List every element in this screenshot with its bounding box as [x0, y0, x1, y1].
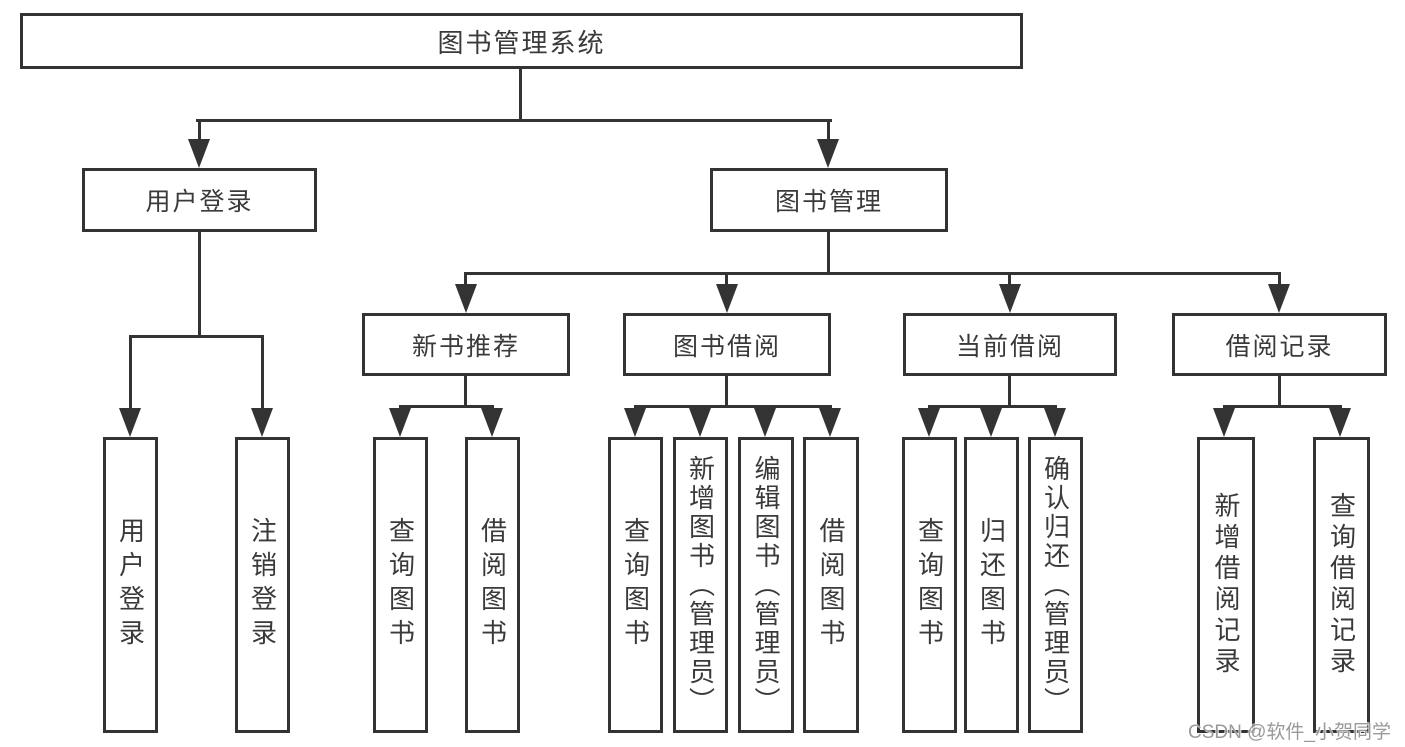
connector-line	[198, 119, 201, 141]
connector-line	[1223, 405, 1342, 408]
connector-line	[827, 229, 830, 275]
connector-line	[129, 335, 132, 409]
arrow-down-icon	[251, 408, 273, 437]
arrow-down-icon	[754, 408, 776, 437]
node-book-borrow: 图书借阅	[623, 313, 831, 376]
connector-line	[129, 335, 264, 338]
leaf-add-borrow-record: 新增借阅记录	[1197, 437, 1255, 733]
arrow-down-icon	[188, 139, 210, 168]
arrow-down-icon	[1044, 408, 1066, 437]
arrow-down-icon	[689, 408, 711, 437]
arrow-down-icon	[819, 408, 841, 437]
node-label: 图书管理	[774, 188, 883, 216]
arrow-down-icon	[389, 408, 411, 437]
node-root-system: 图书管理系统	[20, 13, 1023, 69]
connector-line	[399, 405, 494, 408]
node-label: 用户登录	[145, 188, 254, 216]
node-label: 当前借阅	[955, 332, 1064, 361]
connector-line	[634, 405, 832, 408]
arrow-down-icon	[1329, 408, 1351, 437]
node-label: 图书借阅	[672, 332, 781, 361]
leaf-label: 编辑图书（管理员）	[751, 454, 781, 716]
leaf-label: 用户登录	[115, 517, 146, 653]
leaf-label: 新增借阅记录	[1211, 492, 1241, 678]
node-borrow-records: 借阅记录	[1172, 313, 1387, 376]
node-user-login: 用户登录	[82, 168, 317, 232]
leaf-borrow-book: 借阅图书	[465, 437, 520, 733]
connector-line	[928, 405, 1057, 408]
leaf-label: 查询图书	[620, 517, 651, 653]
arrow-down-icon	[1268, 284, 1290, 313]
watermark: CSDN @软件_小贺同学	[1188, 722, 1391, 743]
arrow-down-icon	[455, 284, 477, 313]
node-label: 新书推荐	[411, 332, 520, 361]
connector-line	[1008, 272, 1011, 286]
connector-line	[196, 119, 832, 122]
leaf-label: 借阅图书	[816, 517, 846, 653]
connector-line	[464, 272, 467, 286]
leaf-label: 新增图书（管理员）	[685, 454, 716, 716]
connector-line	[464, 272, 1281, 275]
connector-line	[198, 229, 201, 338]
connector-line	[725, 272, 728, 286]
arrow-down-icon	[918, 408, 940, 437]
connector-line	[261, 335, 264, 409]
arrow-down-icon	[980, 408, 1002, 437]
arrow-down-icon	[624, 408, 646, 437]
arrow-down-icon	[119, 408, 141, 437]
leaf-edit-book-admin: 编辑图书（管理员）	[738, 437, 794, 733]
leaf-label: 归还图书	[976, 517, 1007, 653]
connector-line	[1278, 272, 1281, 286]
node-label: 借阅记录	[1225, 332, 1334, 361]
arrow-down-icon	[817, 139, 839, 168]
leaf-label: 借阅图书	[477, 517, 508, 653]
leaf-return-book: 归还图书	[964, 437, 1019, 733]
leaf-query-book: 查询图书	[902, 437, 957, 733]
node-label: 图书管理系统	[437, 27, 606, 58]
leaf-query-borrow-record: 查询借阅记录	[1313, 437, 1370, 733]
connector-line	[519, 67, 522, 122]
leaf-query-book: 查询图书	[608, 437, 663, 733]
leaf-label: 确认归还（管理员）	[1040, 454, 1071, 716]
leaf-label: 查询借阅记录	[1326, 492, 1357, 678]
node-current-borrow: 当前借阅	[903, 313, 1117, 376]
node-book-management: 图书管理	[710, 168, 948, 232]
arrow-down-icon	[716, 284, 738, 313]
leaf-logout: 注销登录	[235, 437, 290, 733]
connector-line	[1278, 374, 1281, 407]
leaf-add-book-admin: 新增图书（管理员）	[673, 437, 728, 733]
arrow-down-icon	[481, 408, 503, 437]
node-new-book-recommend: 新书推荐	[362, 313, 570, 376]
connector-line	[1008, 374, 1011, 407]
leaf-label: 注销登录	[247, 517, 278, 653]
arrow-down-icon	[999, 284, 1021, 313]
leaf-label: 查询图书	[914, 517, 945, 653]
leaf-confirm-return-admin: 确认归还（管理员）	[1028, 437, 1083, 733]
leaf-borrow-book: 借阅图书	[803, 437, 859, 733]
arrow-down-icon	[1213, 408, 1235, 437]
leaf-query-book: 查询图书	[373, 437, 428, 733]
connector-line	[827, 119, 830, 141]
leaf-user-login: 用户登录	[103, 437, 158, 733]
connector-line	[725, 374, 728, 407]
connector-line	[464, 374, 467, 407]
leaf-label: 查询图书	[385, 517, 416, 653]
